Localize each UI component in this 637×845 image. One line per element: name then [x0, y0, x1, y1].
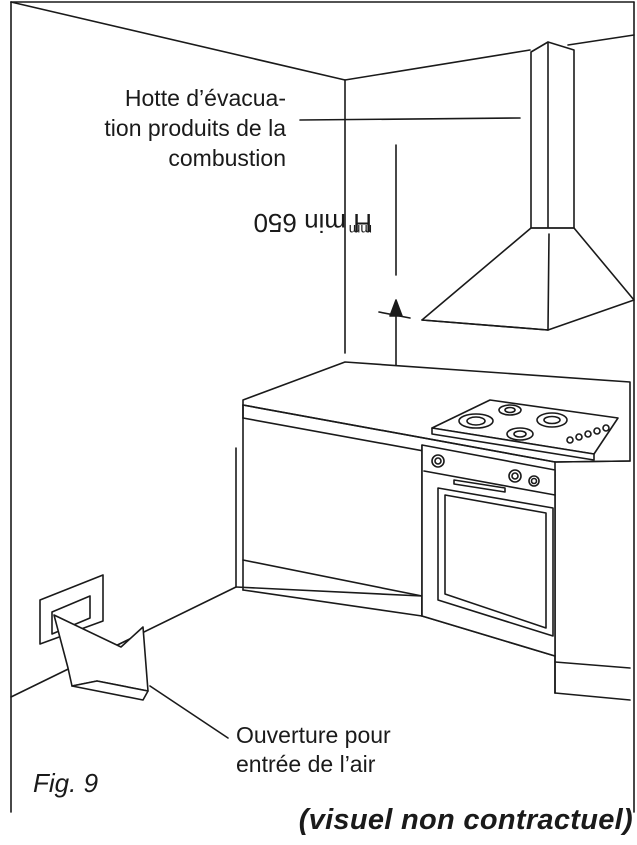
disclaimer-text: (visuel non contractuel): [298, 804, 633, 836]
gas-hob: [431, 399, 619, 461]
air-vent-opening: [39, 574, 229, 739]
hood-label: Hotte d’évacua- tion produits de la comb…: [104, 85, 286, 171]
air-opening-label: Ouverture pour entrée de l’air: [236, 722, 391, 777]
built-in-oven: [421, 444, 556, 657]
hood-leader-line: [299, 117, 521, 121]
figure-caption: Fig. 9: [33, 768, 99, 798]
diagram-frame: [10, 1, 635, 813]
chimney-hood: [421, 41, 635, 331]
height-unit: mm: [348, 222, 372, 238]
room-walls: [10, 1, 635, 698]
